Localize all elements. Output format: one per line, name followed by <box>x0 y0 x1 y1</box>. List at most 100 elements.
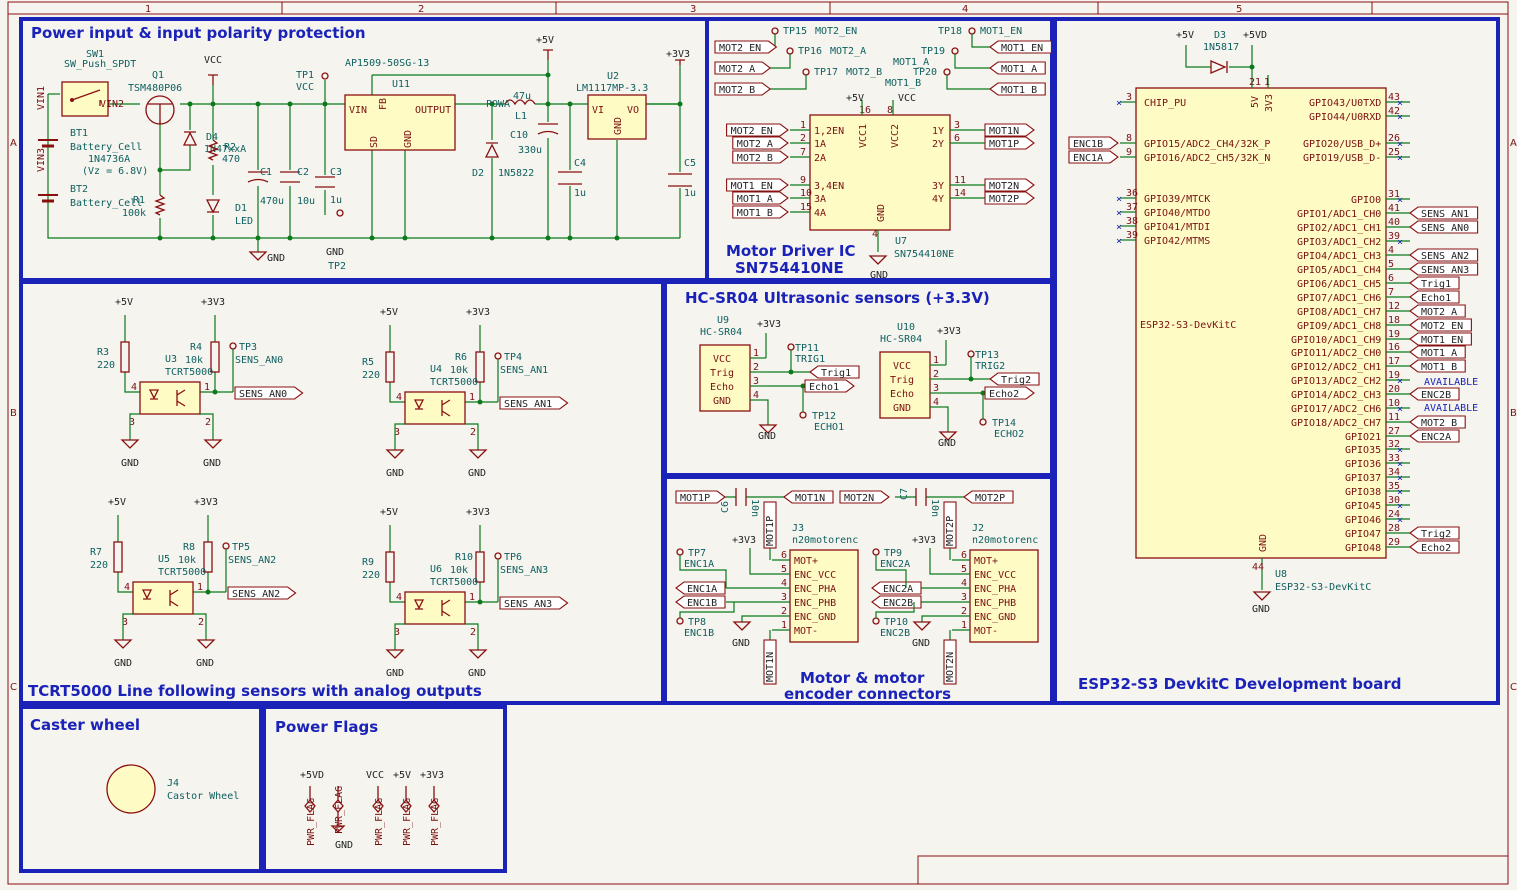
u7-gnd-pin: GND <box>876 204 887 222</box>
tcrt-gnd-left: GND <box>114 658 132 669</box>
vin2-label: VIN2 <box>100 99 124 110</box>
esp-right-pin-number: 4 <box>1388 245 1394 256</box>
r1-ref: R1 <box>133 195 145 206</box>
mc-c7-right-shape <box>963 490 1014 504</box>
esp-no-connect: × <box>1397 139 1403 150</box>
mc-pin-number: 2 <box>961 606 967 617</box>
esp-right-net-label-shape <box>1409 318 1472 332</box>
esp-right-pin-name: GPIO9/ADC1_CH8 <box>1297 321 1381 332</box>
tcrt-rr-val: 10k <box>185 355 203 366</box>
mc-cap-plates <box>735 488 927 506</box>
u7-vcc1-pin: VCC1 <box>858 124 869 148</box>
hc-echo-label-shape <box>804 379 855 393</box>
u11-vin-pin: VIN <box>349 105 367 116</box>
esp-right-net-label: ENC2B <box>1421 390 1451 401</box>
tcrt-rr-val: 10k <box>450 565 468 576</box>
esp-right-pin-name: GPIO1/ADC1_CH0 <box>1297 209 1381 220</box>
tcrt-pin-4: 4 <box>396 592 402 603</box>
r2-ref: R2 <box>224 142 236 153</box>
mc-pin-number: 4 <box>781 578 787 589</box>
hc-tp-echo <box>799 411 807 419</box>
hc-pin-name: Echo <box>710 382 734 393</box>
tcrt-rl-val: 220 <box>90 560 108 571</box>
mc-pin-number: 4 <box>961 578 967 589</box>
hc-pin-name: Echo <box>890 389 914 400</box>
esp-left-pin-number: 3 <box>1126 92 1132 103</box>
esp-right-net-label: ENC2A <box>1421 432 1451 443</box>
caster-wheel-j4 <box>106 764 156 814</box>
md-output-net-label-shape <box>984 178 1035 192</box>
tcrt-u-ref: U5 <box>158 554 170 565</box>
tcrt-tp-ref: TP6 <box>504 552 522 563</box>
u11-fb-pin: FB <box>378 98 389 110</box>
esp-no-connect: × <box>1397 404 1403 415</box>
tcrt-gnd-right: GND <box>203 458 221 469</box>
tcrt-body <box>404 391 466 425</box>
md-input-net-label-shape <box>726 123 789 137</box>
d2-ref: D2 <box>472 168 484 179</box>
tp2-ref: TP2 <box>328 261 346 272</box>
tcrt-vl: +5V <box>380 507 398 518</box>
hc-trig-net: TRIG2 <box>975 361 1005 372</box>
hc-gnd: GND <box>938 438 956 449</box>
mc-top-label-shape <box>763 501 777 549</box>
tcrt-resistor-left <box>385 551 395 583</box>
esp-left-net-label: ENC1B <box>1073 139 1103 150</box>
u7-ref: U7 <box>895 236 907 247</box>
sheet-frame: 1 2 3 4 5 A B C A B C <box>7 1 1517 885</box>
tcrt-u-ref: U4 <box>430 364 442 375</box>
esp-right-net-label: Trig1 <box>1421 279 1451 290</box>
md-output-pin-name: 3Y <box>932 181 944 192</box>
esp-right-pin-number: 20 <box>1388 384 1400 395</box>
frame-col-2: 2 <box>418 4 424 15</box>
md-input-net-label: MOT1_EN <box>731 181 773 192</box>
md-top-net-label-shape <box>989 61 1046 75</box>
tcrt-net-label-shape <box>499 596 569 610</box>
flag-net-1: VCC <box>366 770 384 781</box>
mc-tp-a-net: ENC1A <box>684 559 714 570</box>
tcrt-gnd-wire <box>394 623 479 650</box>
tcrt-right-wire <box>200 315 216 393</box>
tcrt-body <box>139 381 201 415</box>
mc-c6-val: 10n <box>749 499 760 517</box>
caster-ref: J4 <box>167 778 179 789</box>
c2-value: 10u <box>297 196 315 207</box>
tcrt-gnd-left: GND <box>386 668 404 679</box>
md-testpoint-ref: TP20 <box>913 67 937 78</box>
u11-output-pin: OUTPUT <box>415 105 451 116</box>
regulator-u11 <box>344 94 456 151</box>
esp-right-pin-name: GPIO43/U0TXD <box>1309 98 1381 109</box>
mc-c7-left-shape <box>839 490 890 504</box>
esp-no-connect: × <box>1397 376 1403 387</box>
esp-right-pin-name: GPIO46 <box>1345 515 1381 526</box>
mc-bot-label-shape <box>943 639 957 685</box>
esp-right-pin-number: 16 <box>1388 342 1400 353</box>
hc-tp-trig-ref: TP11 <box>795 343 819 354</box>
tcrt-tp-wire <box>208 549 227 593</box>
u11-part: AP1509-50SG-13 <box>345 58 429 69</box>
mc-enc-a-label-shape <box>675 581 726 595</box>
tcrt-internal <box>148 389 186 407</box>
power-flags-section: +5VDPWR_FLAGVCCPWR_FLAG+5VPWR_FLAG+3V3PW… <box>300 770 444 851</box>
tcrt-pin-3: 3 <box>122 617 128 628</box>
u2-vo-pin: VO <box>627 105 639 116</box>
esp-right-pin-number: 18 <box>1388 315 1400 326</box>
hc-body <box>879 351 931 419</box>
esp-right-net-label-shape <box>1409 248 1479 262</box>
md-output-net-label: MOT2N <box>989 181 1019 192</box>
tcrt-pin-3: 3 <box>129 417 135 428</box>
esp-right-pin-name: GPIO17/ADC2_CH6 <box>1291 404 1381 415</box>
hc-pin-number: 2 <box>933 369 939 380</box>
esp-right-pin-number: 30 <box>1388 495 1400 506</box>
mc-connector-body <box>969 549 1039 643</box>
mc-c6-ref: C6 <box>720 501 731 513</box>
hc-body <box>699 344 751 412</box>
tcrt-rl-val: 220 <box>362 570 380 581</box>
tcrt-vr: +3V3 <box>194 497 218 508</box>
hc-pin-name: GND <box>893 403 911 414</box>
md-input-pin-number: 2 <box>800 133 806 144</box>
tcrt-testpoint <box>222 542 230 550</box>
tcrt-internal <box>413 599 451 617</box>
esp-right-net-label-shape <box>1409 290 1460 304</box>
